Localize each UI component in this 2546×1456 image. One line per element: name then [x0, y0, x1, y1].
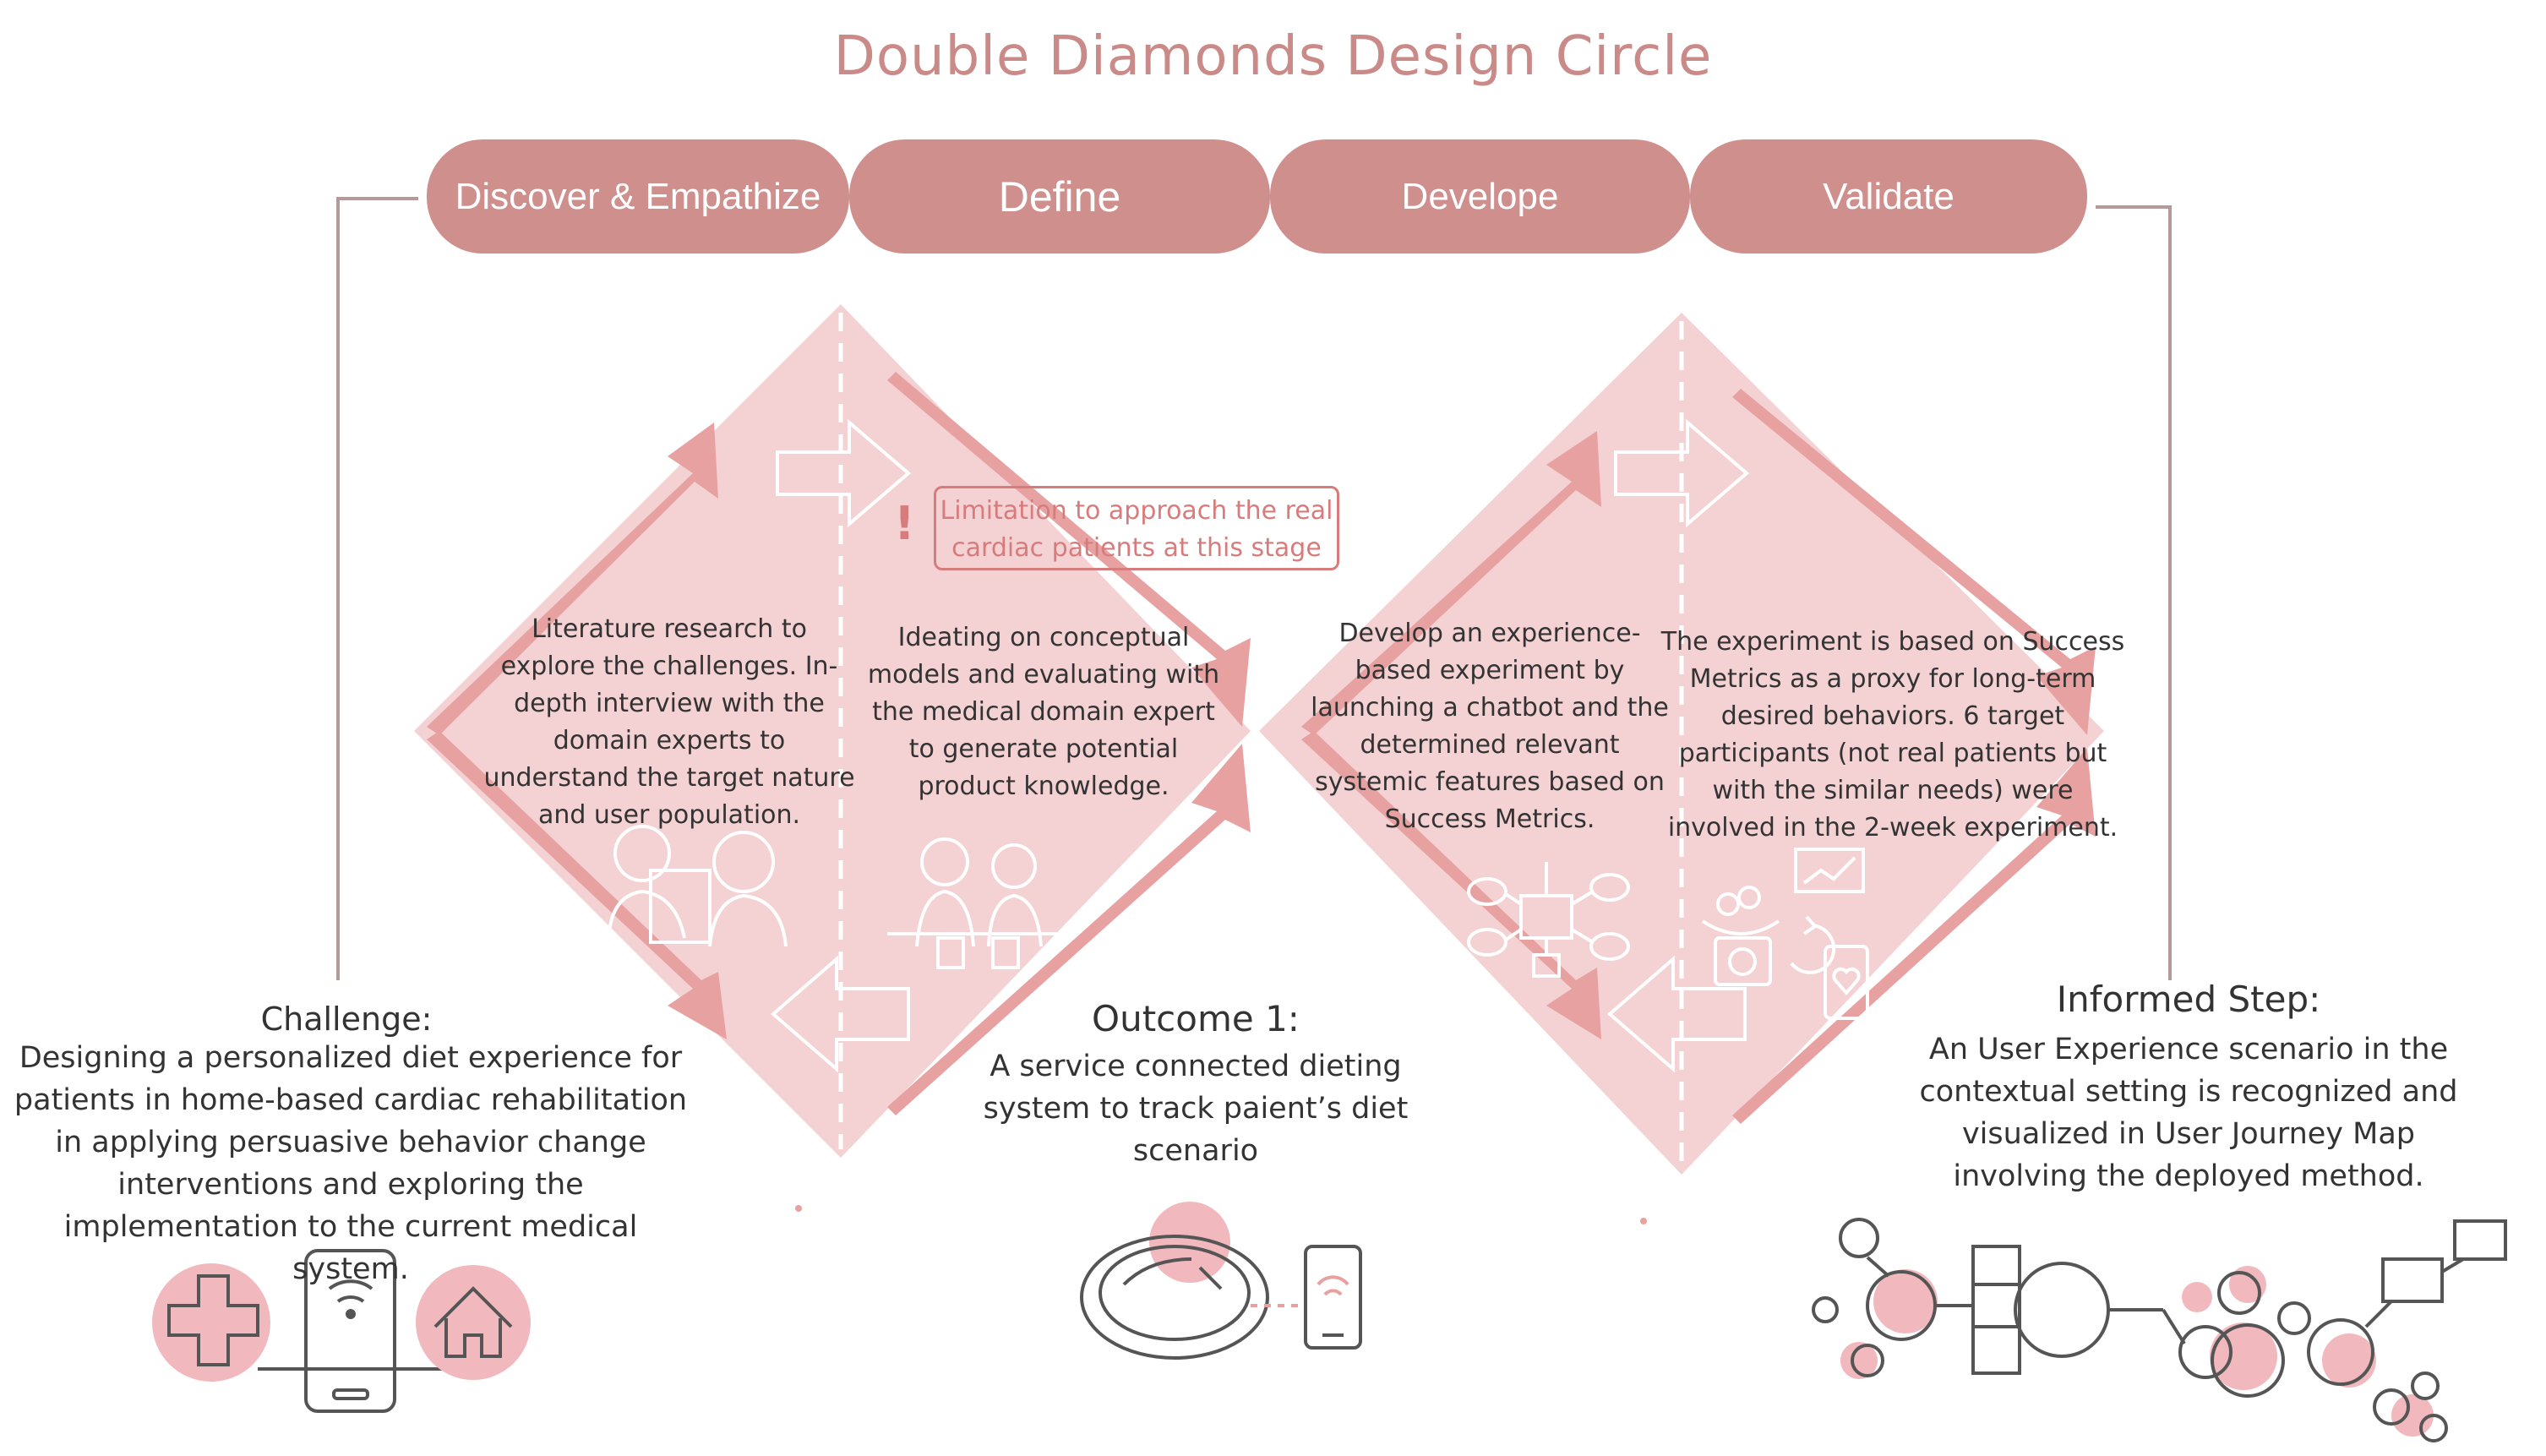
trend-chart-icon [1794, 848, 1865, 893]
challenge-body: Designing a personalized diet experience… [14, 1041, 688, 1286]
phone-heart-icon [1824, 945, 1869, 1020]
stage-discover-text: Literature research to explore the chall… [483, 614, 855, 830]
stage-validate-text: The experiment is based on Success Metri… [1660, 627, 2125, 843]
phase-develope: Develope [1270, 139, 1690, 254]
interview-people-icon [607, 825, 788, 947]
challenge-connector [336, 197, 418, 980]
refresh-icon [1790, 915, 1836, 974]
arrow-left-icon [770, 955, 1747, 1073]
home-icon [433, 1286, 513, 1358]
journey-map-icon [1812, 1218, 2507, 1442]
phone-wifi-icon [1304, 1245, 1362, 1350]
informed-connector [2096, 205, 2172, 980]
phase-discover-empathize: Discover & Empathize [427, 139, 849, 254]
informed-heading: Informed Step: [2056, 979, 2321, 1020]
medical-cross-bg [152, 1263, 270, 1382]
arrow-right-icon [776, 418, 1750, 528]
smart-plate-icon [1080, 1235, 1269, 1360]
phase-validate: Validate [1690, 139, 2087, 254]
mind-map-icon [1467, 862, 1630, 978]
accent-dot [1640, 1218, 1647, 1224]
outcome-heading: Outcome 1: [1092, 998, 1300, 1039]
limitation-warning-icon: ! [894, 497, 915, 550]
arrow-right-icon [427, 372, 1251, 1115]
stage-define-text: Ideating on conceptual models and evalua… [867, 623, 1220, 801]
scale-icon [1701, 886, 1780, 986]
informed-body: An User Experience scenario in the conte… [1919, 1033, 2458, 1193]
phase-define: Define [849, 139, 1270, 254]
page-title: Double Diamonds Design Circle [833, 25, 1713, 88]
phone-wifi-icon [304, 1249, 396, 1413]
stage-develop-text: Develop an experience-based experiment b… [1311, 619, 1669, 834]
limitation-note: Limitation to approach the real cardiac … [934, 486, 1339, 570]
accent-dot [795, 1205, 802, 1212]
medical-cross-icon [167, 1274, 259, 1366]
arrow-right-icon [1301, 389, 2096, 1124]
challenge-heading: Challenge: [260, 1001, 433, 1038]
outcome-body: A service connected dieting system to tr… [983, 1050, 1409, 1168]
collaborating-people-icon [887, 837, 1069, 969]
